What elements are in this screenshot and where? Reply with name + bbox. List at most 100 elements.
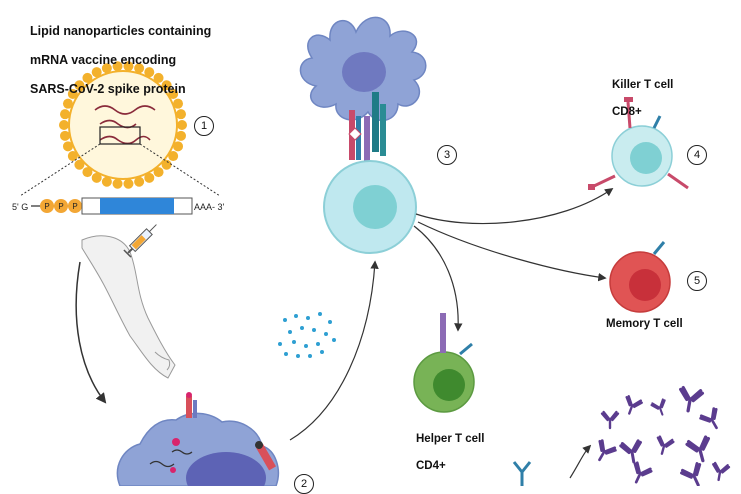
lipid-head bbox=[144, 67, 155, 78]
cytokine-dot bbox=[288, 330, 292, 334]
cytokine-dot bbox=[304, 344, 308, 348]
antibody-icon bbox=[699, 407, 718, 430]
lipid-nanoparticle bbox=[59, 61, 187, 189]
helper-t-label: Helper T cell CD4+ bbox=[416, 420, 484, 486]
arrow-to-memory-t bbox=[417, 221, 607, 282]
lipid-head bbox=[91, 172, 102, 183]
cytokine-dot bbox=[284, 352, 288, 356]
lipid-head bbox=[74, 80, 85, 91]
memory-t-label: Memory T cell bbox=[606, 318, 683, 330]
spike-receptor-icon bbox=[255, 441, 276, 471]
lipid-head bbox=[134, 176, 145, 187]
cytokine-dot bbox=[296, 354, 300, 358]
title-line-1: Lipid nanoparticles containing bbox=[30, 24, 212, 39]
mrna-strand: 5' G P P P AAA- 3' bbox=[12, 197, 225, 215]
antibody-icon bbox=[712, 461, 731, 482]
lipid-head bbox=[134, 63, 145, 74]
step-5-badge: 5 bbox=[687, 271, 707, 291]
cytokine-dot bbox=[294, 314, 298, 318]
step-3-badge: 3 bbox=[437, 145, 457, 165]
lipid-head bbox=[144, 172, 155, 183]
arrow-to-antibodies bbox=[569, 444, 592, 479]
syringe-icon bbox=[123, 224, 157, 258]
antibody-icon bbox=[598, 439, 617, 462]
arrow-to-helper-t bbox=[413, 225, 463, 332]
cytokine-dot bbox=[278, 342, 282, 346]
killer-t-label: Killer T cell CD8+ bbox=[612, 66, 673, 132]
lipid-head bbox=[153, 72, 164, 83]
cytokine-dot bbox=[312, 328, 316, 332]
cytokine-dot bbox=[306, 316, 310, 320]
antibody-icon bbox=[600, 410, 620, 430]
phosphate-cap-3 bbox=[68, 199, 82, 213]
mrna-cap-p3: P bbox=[72, 202, 77, 211]
helper-t-marker: CD4+ bbox=[416, 459, 446, 472]
title: Lipid nanoparticles containing mRNA vacc… bbox=[30, 10, 211, 111]
mrna-cap-p2: P bbox=[58, 202, 63, 211]
mrna-three-prime: AAA- 3' bbox=[194, 202, 225, 212]
b-cell-receptor-icon bbox=[512, 461, 532, 486]
step-4-badge: 4 bbox=[687, 145, 707, 165]
lipid-head bbox=[173, 141, 184, 152]
mrna-cap-p1: P bbox=[44, 202, 49, 211]
lipid-head bbox=[67, 88, 78, 99]
lipid-head bbox=[168, 88, 179, 99]
cytokine-dot bbox=[292, 340, 296, 344]
lipid-head bbox=[74, 159, 85, 170]
antibody-icon bbox=[650, 398, 666, 416]
naive-t-cell bbox=[323, 160, 417, 254]
lipid-head bbox=[67, 151, 78, 162]
lipid-head bbox=[177, 120, 187, 130]
antigen-presenting-cell bbox=[116, 392, 280, 494]
cytokine-dots bbox=[278, 312, 336, 358]
title-line-2: mRNA vaccine encoding bbox=[30, 53, 177, 68]
antibody-icon bbox=[619, 439, 642, 464]
antibody-icon bbox=[685, 435, 710, 463]
mrna-five-prime: 5' G bbox=[12, 202, 28, 212]
arrow-arm-to-apc bbox=[75, 261, 107, 404]
dendritic-cell bbox=[299, 16, 427, 122]
killer-t-name: Killer T cell bbox=[612, 79, 674, 92]
lipid-head bbox=[168, 151, 179, 162]
lipid-head bbox=[62, 98, 73, 109]
antibody-icon bbox=[680, 462, 702, 487]
spike-coding-region bbox=[100, 198, 174, 214]
lipid-head bbox=[112, 61, 123, 72]
tcr-mhc-complex bbox=[348, 92, 386, 162]
lipid-head bbox=[175, 130, 186, 141]
antibody-icon bbox=[633, 461, 653, 484]
lipid-head bbox=[91, 67, 102, 78]
lipid-head bbox=[62, 141, 73, 152]
lipid-head bbox=[153, 167, 164, 178]
phosphate-cap-2 bbox=[54, 199, 68, 213]
cytokine-dot bbox=[308, 354, 312, 358]
mrna-zoom-box bbox=[99, 126, 141, 145]
cytokine-dot bbox=[332, 338, 336, 342]
arrow-to-killer-t bbox=[415, 188, 614, 225]
lipid-head bbox=[82, 167, 93, 178]
lipid-head bbox=[161, 159, 172, 170]
lipid-head bbox=[123, 178, 134, 189]
lipid-head bbox=[161, 80, 172, 91]
antibody-icon bbox=[656, 435, 675, 455]
step-1-badge: 1 bbox=[194, 116, 214, 136]
cytokine-dot bbox=[318, 312, 322, 316]
antibody-icon bbox=[679, 385, 705, 413]
lipid-head bbox=[173, 98, 184, 109]
lipid-head bbox=[175, 109, 186, 120]
mhc-receptor-icon bbox=[186, 392, 197, 418]
helper-t-cell bbox=[413, 313, 475, 413]
lipid-head bbox=[101, 176, 112, 187]
lipid-head bbox=[123, 61, 134, 72]
helper-t-name: Helper T cell bbox=[416, 433, 485, 446]
title-line-3: SARS-CoV-2 spike protein bbox=[30, 81, 186, 96]
memory-t-cell bbox=[609, 241, 671, 313]
killer-t-cell bbox=[588, 97, 689, 190]
cytokine-dot bbox=[328, 320, 332, 324]
lipid-head bbox=[82, 72, 93, 83]
antibodies bbox=[598, 385, 731, 487]
step-2-badge: 2 bbox=[294, 474, 314, 494]
phosphate-cap-1 bbox=[40, 199, 54, 213]
lipid-head bbox=[112, 178, 123, 189]
cytokine-dot bbox=[316, 342, 320, 346]
